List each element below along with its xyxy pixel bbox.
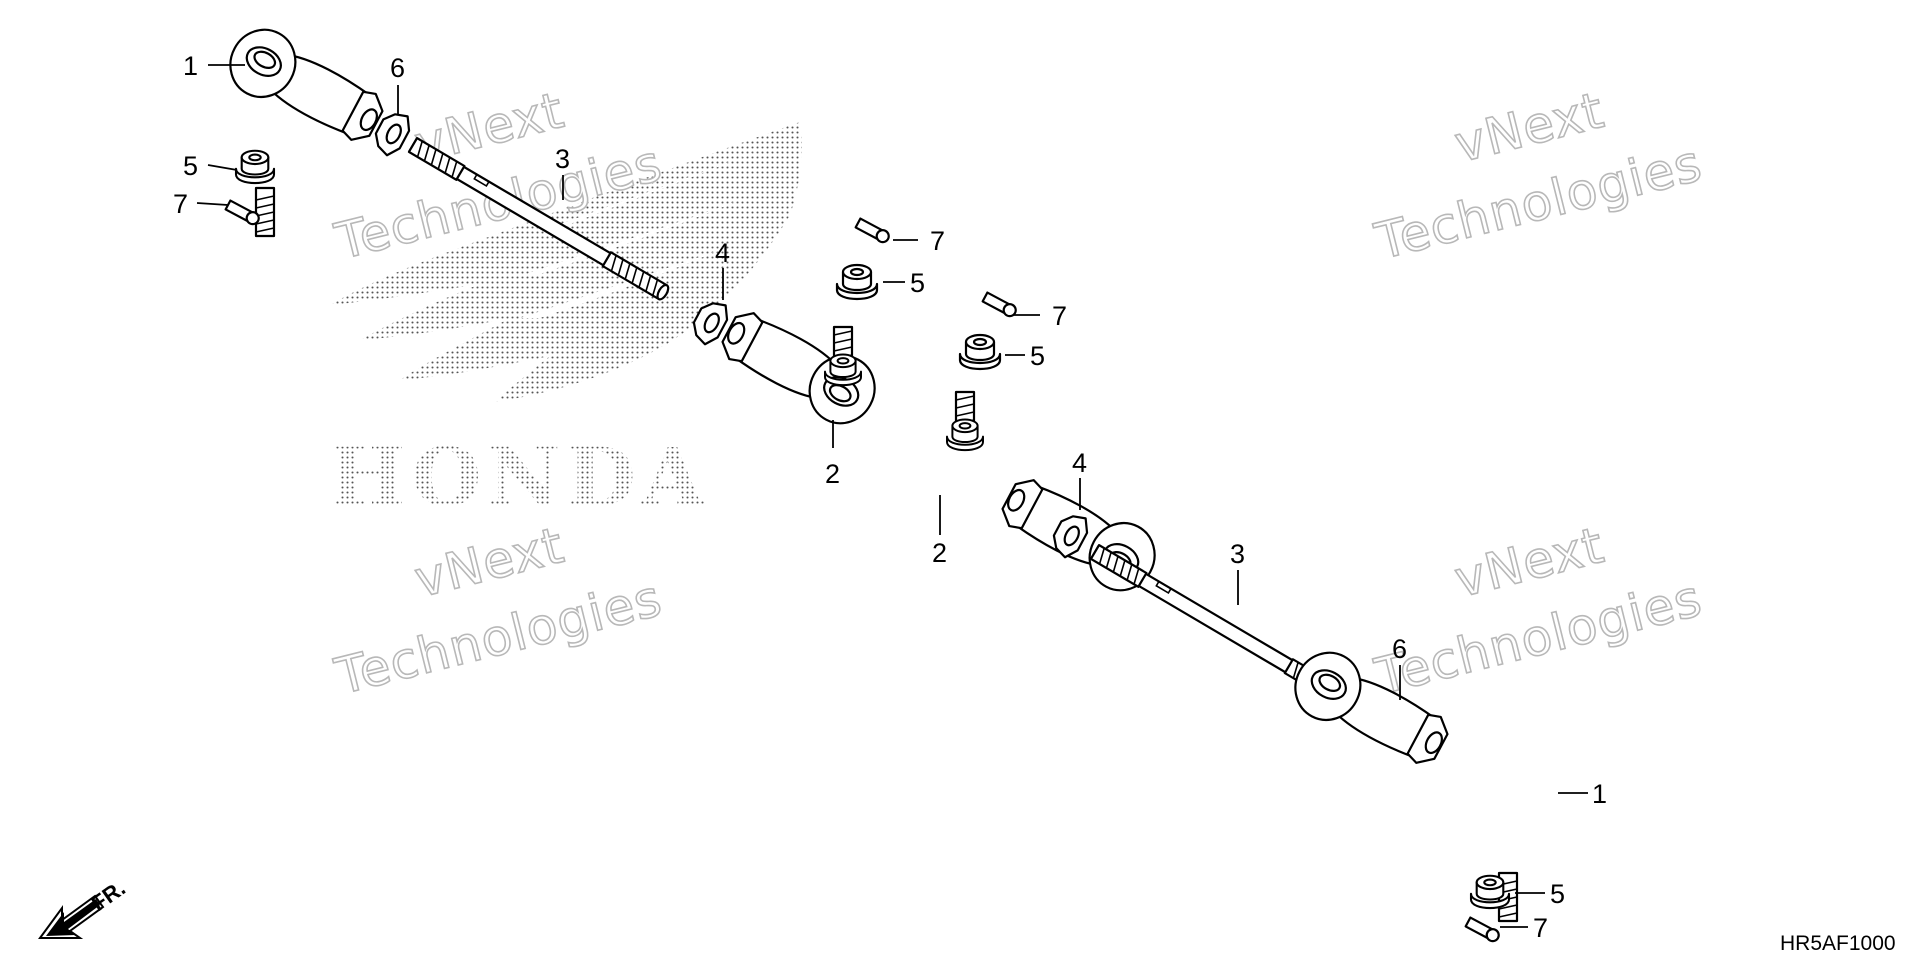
watermark-4: vNext Technologies (1368, 515, 1708, 707)
callout-1-upper: 1 (183, 51, 198, 81)
tie-rod-end-upper-right (712, 298, 888, 436)
callout-2-lower: 2 (932, 538, 947, 568)
callout-3-upper: 3 (555, 144, 570, 174)
leader-lines (196, 64, 1588, 928)
castle-nut-mid-1 (835, 263, 879, 301)
callout-4-lower: 4 (1072, 448, 1087, 478)
watermark-2: vNext Technologies (1368, 80, 1708, 272)
castle-nut-lower-right (1469, 874, 1511, 910)
callout-6-lower: 6 (1392, 634, 1407, 664)
castle-nut-upper-left (234, 149, 276, 185)
callout-3-lower: 3 (1230, 539, 1245, 569)
castle-nut-mid-2 (958, 333, 1002, 371)
callout-1-lower: 1 (1592, 779, 1607, 809)
tie-rod-end-upper-left (217, 17, 393, 238)
callout-labels: 1 6 5 7 3 4 7 5 7 5 2 4 2 3 6 1 5 7 (173, 51, 1607, 943)
honda-wing-logo: HONDA (330, 122, 802, 524)
callout-5-lower-right: 5 (1550, 879, 1565, 909)
callout-4-upper: 4 (715, 238, 730, 268)
callout-7-mid-2: 7 (1052, 301, 1067, 331)
callout-6-upper: 6 (390, 53, 405, 83)
callout-7-mid-1: 7 (930, 226, 945, 256)
callout-5-upper-left: 5 (183, 151, 198, 181)
watermark-3: vNext Technologies (328, 515, 668, 707)
front-direction-arrow: FR. (38, 875, 130, 939)
callout-7-upper-left: 7 (173, 189, 188, 219)
honda-logo-text: HONDA (330, 430, 710, 524)
cotter-pin-lower-right (1464, 915, 1502, 945)
callout-5-mid-2: 5 (1030, 341, 1045, 371)
diagram-code: HR5AF1000 (1780, 932, 1896, 955)
callout-2-upper: 2 (825, 459, 840, 489)
cotter-pin-mid-1 (854, 216, 892, 246)
cotter-pin-mid-2 (981, 290, 1019, 320)
callout-5-mid-1: 5 (910, 268, 925, 298)
callout-7-lower-right: 7 (1533, 913, 1548, 943)
